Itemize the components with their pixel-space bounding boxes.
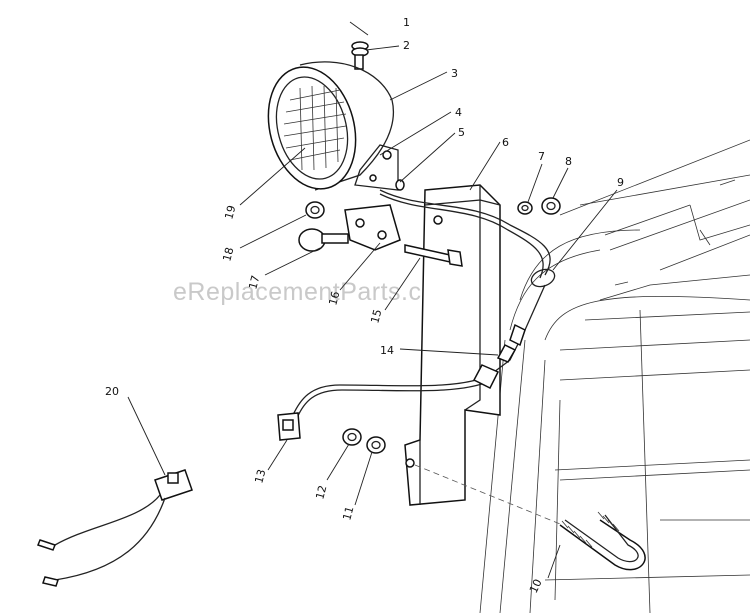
lamp-cap-part: [351, 41, 369, 70]
watermark: eReplacementParts.com: [173, 278, 457, 306]
washer-part: [517, 201, 533, 215]
callout-11: 11: [340, 505, 356, 522]
callout-13: 13: [252, 468, 268, 485]
callout-17: 17: [246, 274, 262, 291]
callout-16: 16: [326, 290, 342, 307]
leader-lines: [127, 21, 618, 579]
callout-5: 5: [458, 126, 465, 139]
callout-6: 6: [502, 136, 509, 149]
callout-7: 7: [538, 150, 545, 163]
wire-harness: [292, 189, 556, 419]
callout-20: 20: [105, 385, 119, 398]
callout-12: 12: [313, 484, 329, 501]
callout-1: 1: [403, 16, 410, 29]
callout-8: 8: [565, 155, 572, 168]
alignment-line: [414, 464, 576, 531]
wire-connector-part: [472, 323, 526, 390]
wiring-harness-part: [37, 469, 193, 587]
callout-9: 9: [617, 176, 624, 189]
plug-connector-part: [277, 412, 301, 441]
callout-3: 3: [451, 67, 458, 80]
lamp-mount-plate: [344, 204, 401, 251]
callout-2: 2: [403, 39, 410, 52]
u-bolt-part: [559, 511, 646, 571]
mounting-bracket: [404, 184, 501, 506]
callout-14: 14: [380, 344, 394, 357]
callout-4: 4: [455, 106, 462, 119]
o-ring-part: [395, 179, 405, 191]
carriage-bolt-part: [298, 228, 349, 252]
work-lamp-housing: [267, 61, 399, 191]
hex-nut-part: [342, 428, 362, 446]
callout-15: 15: [368, 308, 384, 325]
flat-washer-part: [366, 436, 386, 454]
lock-nut-part: [305, 201, 325, 219]
callout-10: 10: [527, 577, 545, 595]
callout-19: 19: [222, 204, 238, 221]
nut-part: [541, 197, 561, 215]
hex-bolt-part: [404, 244, 463, 267]
callout-18: 18: [220, 246, 236, 263]
vehicle-hood-outline: [479, 139, 750, 613]
callout-numbers: 1 2 3 4 5 6 7 8 9 10 11 12 13 14 15 16 1…: [105, 16, 624, 595]
